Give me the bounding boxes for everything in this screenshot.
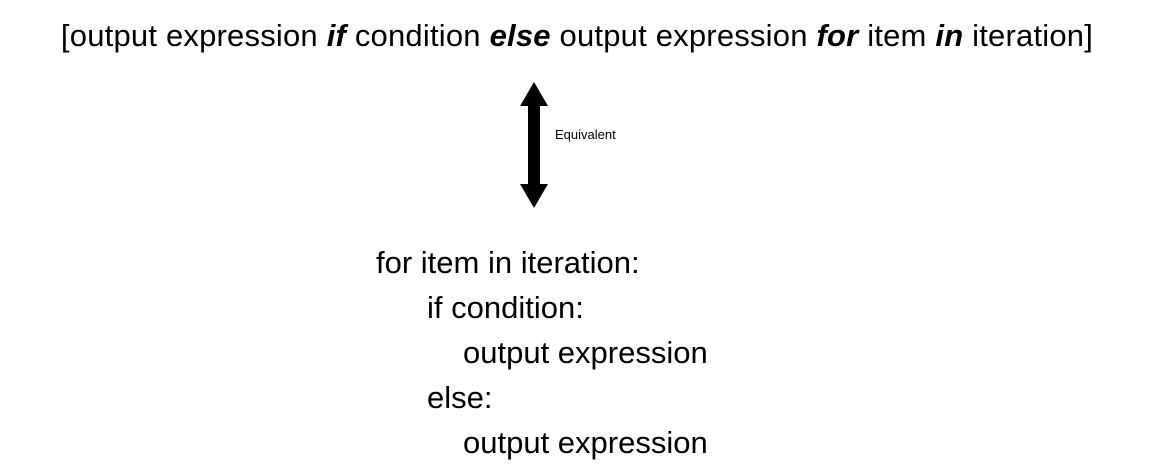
else-keyword: else [489,18,551,53]
open-bracket: [ [60,18,70,53]
equivalent-label: Equivalent [555,127,616,142]
for-keyword: for [816,18,859,53]
list-comprehension-syntax: [output expression if condition else out… [0,10,1154,62]
if-line: if condition: [427,290,584,325]
condition-text: condition [346,18,490,53]
if-output-line: output expression [463,335,708,370]
item-text: item [858,18,936,53]
arrow-up-head [520,82,548,106]
iteration-text: iteration [963,18,1085,53]
for-line: for item in iteration: [376,245,640,280]
close-bracket: ] [1084,18,1094,53]
output-expression-text: output expression [69,18,327,53]
for-loop-block: for item in iteration: if condition: out… [376,240,708,465]
double-arrow-icon [520,82,548,208]
else-line: else: [427,380,493,415]
else-output-line: output expression [463,425,708,460]
in-keyword: in [935,18,964,53]
output-expression-text-2: output expression [550,18,817,53]
if-keyword: if [326,18,347,53]
arrow-down-head [520,184,548,208]
arrow-shaft [528,104,540,186]
